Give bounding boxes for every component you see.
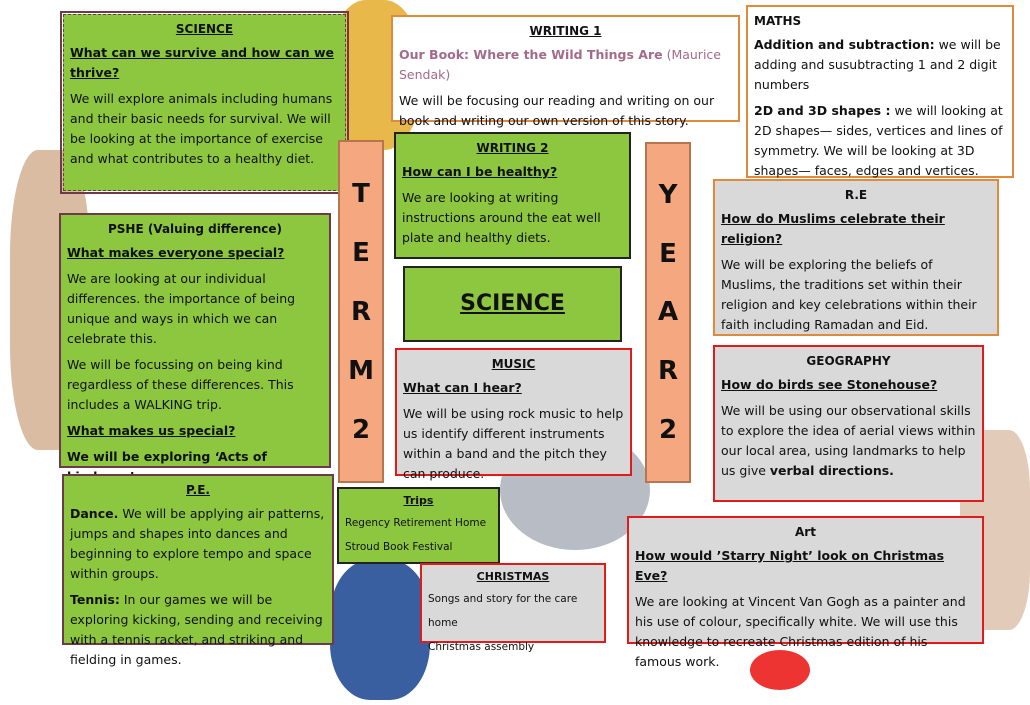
shoe-shape <box>750 650 810 690</box>
re-panel: R.E How do Muslims celebrate their relig… <box>713 179 999 336</box>
term-letter: 2 <box>351 414 371 445</box>
geography-body-text: We will be using our observational skill… <box>721 403 976 478</box>
writing2-body: We are looking at writing instructions a… <box>402 190 601 245</box>
re-body: We will be exploring the beliefs of Musl… <box>721 257 977 332</box>
year-letter: Y <box>658 180 678 211</box>
year-bar: Y E A R 2 <box>645 142 691 483</box>
geography-body-bold: verbal directions. <box>769 463 894 478</box>
term-letter: E <box>352 237 370 268</box>
writing1-book-author: (Maurice Sendak) <box>399 47 721 82</box>
re-question: How do Muslims celebrate their religion? <box>721 211 945 246</box>
pshe-body-1: We are looking at our individual differe… <box>67 271 296 346</box>
trips-item: Regency Retirement Home <box>345 517 487 529</box>
art-title: Art <box>795 525 816 539</box>
term-letter: R <box>350 296 372 327</box>
geography-title: GEOGRAPHY <box>806 354 891 368</box>
music-body: We will be using rock music to help us i… <box>403 406 624 481</box>
pe-tennis-text: In our games we will be exploring kickin… <box>70 592 323 667</box>
pe-tennis-label: Tennis: <box>70 592 120 607</box>
term-letter: T <box>352 178 370 209</box>
christmas-item: Songs and story for the care home <box>428 593 578 629</box>
art-body: We are looking at Vincent Van Gogh as a … <box>635 594 966 669</box>
girl-shape <box>330 560 430 700</box>
christmas-title: CHRISTMAS <box>476 570 550 583</box>
term-bar: T E R M 2 <box>338 140 384 483</box>
pe-dance: Dance. We will be applying air patterns,… <box>70 504 326 584</box>
writing2-panel: WRITING 2 How can I be healthy? We are l… <box>394 132 631 259</box>
pshe-title: PSHE (Valuing difference) <box>107 222 283 236</box>
music-question: What can I hear? <box>403 380 522 395</box>
pe-tennis: Tennis: In our games we will be explorin… <box>70 590 326 670</box>
maths-title: MATHS <box>754 14 802 28</box>
writing1-panel: WRITING 1 Our Book: Where the Wild Thing… <box>391 15 740 128</box>
science-body: We will explore animals including humans… <box>70 91 333 166</box>
pshe-question-1: What makes everyone special? <box>67 245 285 260</box>
maths-panel: MATHS Addition and subtraction: we will … <box>746 5 1014 178</box>
re-title: R.E <box>844 188 868 202</box>
maths-addition-text: we will be adding and susubtracting 1 an… <box>754 37 1001 92</box>
year-letter: E <box>659 238 677 269</box>
music-title: MUSIC <box>491 357 536 371</box>
year-letter: 2 <box>658 414 678 445</box>
writing2-title: WRITING 2 <box>476 141 549 155</box>
pe-dance-label: Dance. <box>70 506 119 521</box>
science-panel: SCIENCE What can we survive and how can … <box>60 11 349 194</box>
pe-title: P.E. <box>186 483 210 497</box>
art-question: How would ’Starry Night’ look on Christm… <box>635 548 945 583</box>
writing1-body: We will be focusing our reading and writ… <box>399 93 715 128</box>
geography-question: How do birds see Stonehouse? <box>721 377 938 392</box>
maths-shapes-text: we will looking at 2D shapes— sides, ver… <box>754 103 1003 178</box>
music-panel: MUSIC What can I hear? We will be using … <box>395 348 632 481</box>
writing1-title: WRITING 1 <box>529 24 602 38</box>
trips-title: Trips <box>403 494 434 507</box>
pshe-question-2: What makes us special? <box>67 423 236 438</box>
science-question: What can we survive and how can we thriv… <box>70 45 334 80</box>
maths-addition-label: Addition and subtraction: <box>754 37 935 52</box>
trips-item: Stroud Book Festival <box>345 541 453 553</box>
science-center-panel: SCIENCE <box>403 266 622 342</box>
maths-addition: Addition and subtraction: we will be add… <box>754 35 1006 95</box>
science-center-label: SCIENCE <box>460 291 565 316</box>
writing2-question: How can I be healthy? <box>402 164 558 179</box>
science-title: SCIENCE <box>175 22 234 36</box>
writing1-book: Our Book: Where the Wild Things Are (Mau… <box>399 45 732 85</box>
trips-panel: Trips Regency Retirement Home Stroud Boo… <box>337 487 500 564</box>
pe-dance-text: We will be applying air patterns, jumps … <box>70 506 325 581</box>
year-letter: R <box>657 356 679 387</box>
term-letter: M <box>348 355 374 386</box>
maths-shapes-label: 2D and 3D shapes : <box>754 103 891 118</box>
christmas-panel: CHRISTMAS Songs and story for the care h… <box>420 563 606 653</box>
art-panel: Art How would ’Starry Night’ look on Chr… <box>627 516 984 669</box>
pshe-body-2: We will be focussing on being kind regar… <box>67 357 294 412</box>
geography-panel: GEOGRAPHY How do birds see Stonehouse? W… <box>713 345 984 502</box>
pe-panel: P.E. Dance. We will be applying air patt… <box>62 474 334 667</box>
writing1-book-label: Our Book: Where the Wild Things Are <box>399 47 663 62</box>
year-letter: A <box>657 297 679 328</box>
pshe-panel: PSHE (Valuing difference) What makes eve… <box>59 213 331 484</box>
maths-shapes: 2D and 3D shapes : we will looking at 2D… <box>754 101 1006 181</box>
christmas-item: Christmas assembly <box>428 641 535 653</box>
geography-body: We will be using our observational skill… <box>721 401 976 481</box>
